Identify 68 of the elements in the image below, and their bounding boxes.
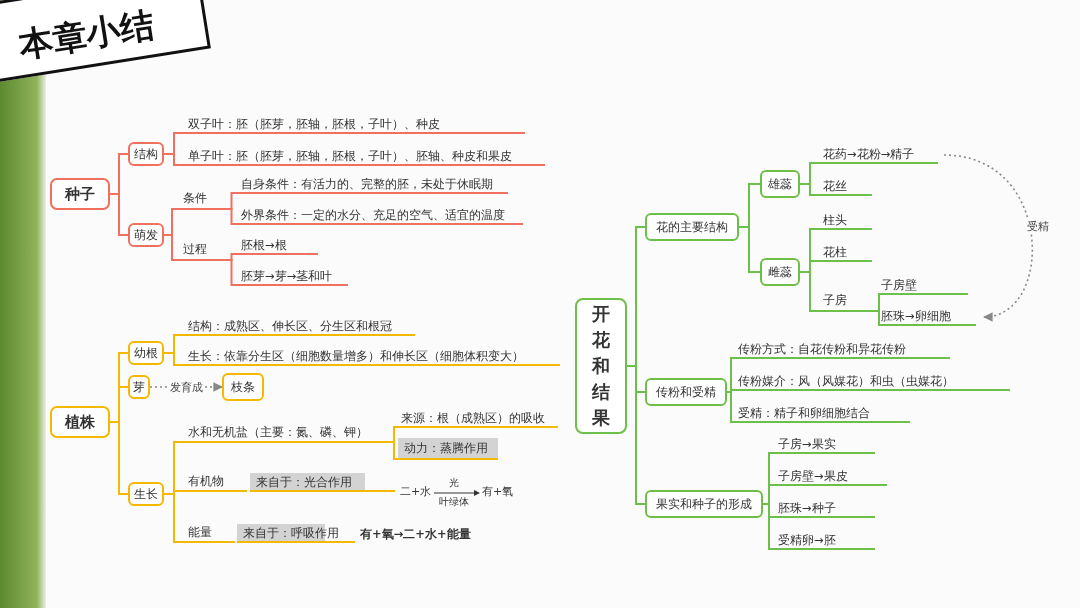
underlined-text: 子房 <box>820 292 880 312</box>
connector-line <box>109 421 129 495</box>
arrow <box>943 154 1033 320</box>
connector-line <box>389 441 399 460</box>
underlined-text: 柱头 <box>820 212 872 230</box>
connector-line <box>762 503 776 550</box>
underlined-text: 能量 <box>185 524 235 543</box>
underlined-text: 生长：依靠分生区（细胞数量增多）和伸长区（细胞体积变大） <box>185 348 560 366</box>
connector-line <box>877 293 881 312</box>
underlined-text: 子房→果实 <box>775 436 875 454</box>
branch-box: 传粉和受精 <box>645 378 727 406</box>
topic-box: 开花和结果 <box>575 298 627 434</box>
equation-text: 有+氧→二+水+能量 <box>360 526 471 543</box>
branch-box: 生长 <box>128 482 164 506</box>
connector-line <box>163 352 186 366</box>
edge-label: 发育成 <box>168 379 204 395</box>
underlined-text: 自身条件：有活力的、完整的胚，未处于休眠期 <box>238 176 508 194</box>
connector-line <box>224 259 239 286</box>
underlined-text: 条件 <box>180 190 225 210</box>
connector-line <box>799 271 821 312</box>
underlined-text: 受精：精子和卵细胞结合 <box>735 405 910 423</box>
branch-box: 雌蕊 <box>760 258 800 286</box>
highlighted-text: 来自于：呼吸作用 <box>237 524 355 543</box>
underlined-text: 花药→花粉→精子 <box>820 146 938 164</box>
underlined-text: 来源：根（成熟区）的吸收 <box>398 410 558 428</box>
connector-line <box>738 226 761 273</box>
underlined-text: 传粉方式：自花传粉和异花传粉 <box>735 341 950 359</box>
underlined-text: 子房壁 <box>878 277 968 295</box>
connector-line <box>626 365 646 505</box>
connector-line <box>224 208 239 225</box>
underlined-text: 子房壁→果皮 <box>775 468 887 486</box>
edge-label: 受精 <box>1026 218 1050 234</box>
branch-box: 果实和种子的形成 <box>645 490 763 518</box>
connector-line <box>163 493 186 543</box>
topic-box: 种子 <box>50 178 110 210</box>
highlighted-text: 动力：蒸腾作用 <box>398 438 498 460</box>
underlined-text: 胚珠→种子 <box>775 500 875 518</box>
underlined-text: 外界条件：一定的水分、充足的空气、适宜的温度 <box>238 207 523 225</box>
underlined-text: 胚根→根 <box>238 237 318 255</box>
underlined-text: 单子叶：胚（胚芽，胚轴，胚根，子叶）、胚轴、种皮和果皮 <box>185 148 545 166</box>
underlined-text: 传粉媒介：风（风媒花）和虫（虫媒花） <box>735 373 1010 391</box>
equation-text: 二+水 <box>400 484 432 500</box>
connector-line <box>877 310 881 326</box>
equation-text: 有+氧 <box>482 484 514 500</box>
branch-box: 芽 <box>128 375 150 399</box>
underlined-text: 水和无机盐（主要：氮、磷、钾） <box>185 424 390 443</box>
connector-line <box>109 193 129 236</box>
underlined-text: 有机物 <box>185 473 247 492</box>
highlighted-text: 来自于：光合作用 <box>250 473 395 492</box>
connector-line <box>799 183 821 196</box>
underlined-text: 双子叶：胚（胚芽，胚轴，胚根，子叶）、种皮 <box>185 116 525 134</box>
connector-line <box>163 153 186 166</box>
underlined-text: 花柱 <box>820 244 872 262</box>
topic-box: 植株 <box>50 406 110 438</box>
underlined-text: 花丝 <box>820 178 872 196</box>
underlined-text: 结构：成熟区、伸长区、分生区和根冠 <box>185 318 415 336</box>
underlined-text: 受精卵→胚 <box>775 532 875 550</box>
branch-box: 萌发 <box>128 223 164 247</box>
condition-text: 光 <box>449 477 459 489</box>
condition-text: 叶绿体 <box>439 496 469 508</box>
underlined-text: 胚芽→芽→茎和叶 <box>238 268 348 286</box>
underlined-text: 胚珠→卵细胞 <box>878 308 976 326</box>
branch-box: 雄蕊 <box>760 170 800 198</box>
branch-box: 结构 <box>128 142 164 166</box>
branch-box: 枝条 <box>222 373 264 401</box>
branch-box: 幼根 <box>128 341 164 365</box>
branch-box: 花的主要结构 <box>645 213 739 241</box>
underlined-text: 过程 <box>180 241 225 261</box>
